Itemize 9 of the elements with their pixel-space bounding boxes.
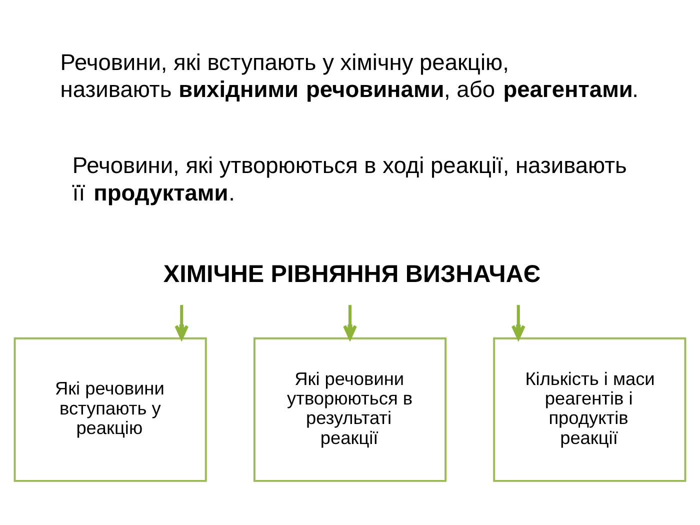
node-box: Кількість і маси реагентів і продуктів реакції — [493, 337, 686, 482]
node-text: ХІМІЧНЕ РІВНЯННЯ ВИЗНАЧАЄ — [163, 260, 541, 288]
arrow — [343, 305, 357, 340]
node-box: Які речовини утворюються в результаті реакції — [253, 337, 447, 482]
node-box: Які речовини вступають у реакцію — [14, 337, 207, 482]
arrow — [174, 305, 189, 340]
label: Речовини, які утворюються в ході реакції, називають її продуктами. — [72, 152, 627, 206]
label: Речовини, які вступають у хімічну реакцію, називають вихідними речовинами, або реагентами. — [60, 48, 638, 102]
arrow — [511, 305, 526, 340]
